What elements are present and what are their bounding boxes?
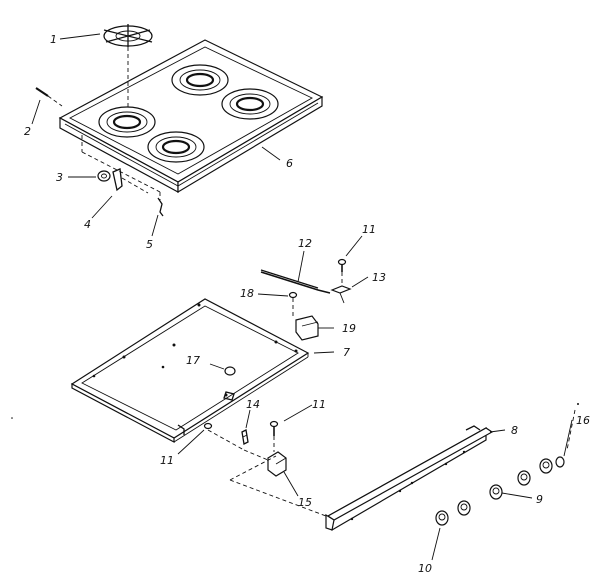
screw-part-18 [288, 291, 298, 318]
hidden-lines-lower [229, 449, 327, 517]
callout-9: 9 [536, 493, 543, 506]
burner-well-back-right [221, 88, 279, 120]
bracket-part-19 [295, 315, 319, 341]
callout-15: 15 [298, 496, 312, 509]
manifold-panel-part-8 [325, 425, 494, 531]
callout-18: 18 [240, 287, 254, 300]
callout-17: 17 [186, 354, 200, 367]
grommet-part-3 [97, 170, 111, 182]
clip-part-13 [330, 285, 352, 304]
burner-well-front-right [147, 131, 205, 163]
burner-grate [103, 24, 153, 108]
callout-5: 5 [146, 238, 153, 251]
knob-2 [457, 500, 471, 516]
knob-clip-part-16 [555, 409, 576, 468]
callout-10: 10 [418, 562, 432, 575]
callout-12: 12 [298, 237, 312, 250]
callout-1: 1 [50, 33, 57, 46]
clip-part-5 [157, 197, 164, 217]
knob-5 [539, 458, 553, 474]
cooktop-main-top [58, 39, 324, 194]
stray-mark [11, 417, 13, 419]
screw-part-11-upper [337, 258, 347, 284]
callout-7: 7 [343, 346, 350, 359]
leader-lines [31, 33, 573, 561]
valve-part-15 [267, 451, 287, 477]
spring-part-14 [241, 429, 249, 445]
knob-4 [517, 470, 531, 486]
trim-strip-part-12 [260, 269, 331, 294]
callout-11-upper: 11 [362, 223, 376, 236]
screw-part-2 [35, 87, 63, 107]
knob-1 [435, 510, 449, 526]
callout-8: 8 [511, 424, 518, 437]
callout-13: 13 [372, 271, 386, 284]
stray-mark [577, 403, 579, 405]
screw-part-11-lower [203, 422, 245, 451]
burner-well-front-left [98, 106, 156, 138]
callout-6: 6 [286, 157, 293, 170]
callout-14: 14 [246, 398, 260, 411]
burner-box-pan [70, 298, 310, 443]
screw-part-11-mid [269, 420, 279, 452]
callout-4: 4 [84, 218, 91, 231]
callout-19: 19 [342, 322, 356, 335]
callout-11-mid: 11 [312, 398, 326, 411]
callout-11-lower: 11 [160, 454, 174, 467]
callout-2: 2 [24, 125, 31, 138]
bracket-part-4 [112, 168, 149, 194]
callout-16: 16 [576, 414, 590, 427]
callout-3: 3 [56, 171, 63, 184]
knob-3 [489, 484, 503, 500]
burner-well-back-left [171, 64, 229, 96]
